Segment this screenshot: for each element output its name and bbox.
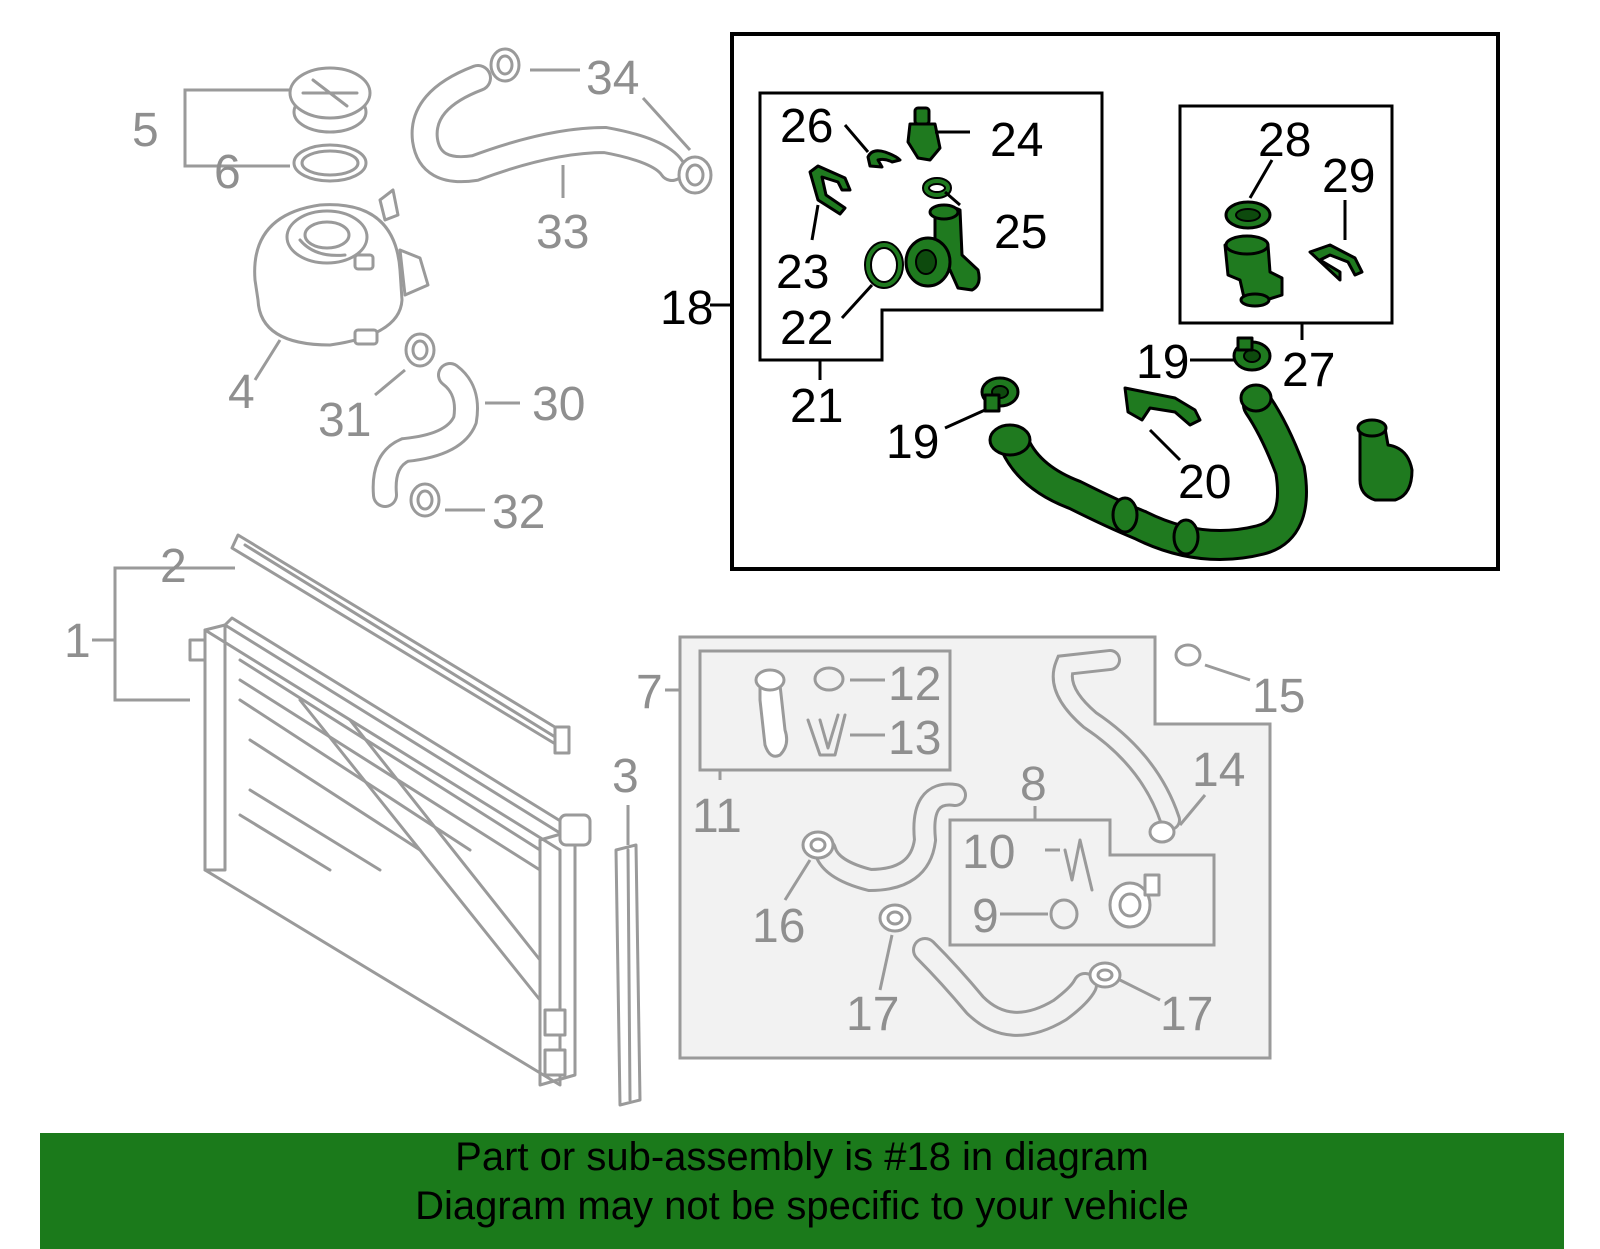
callout-16: 16 [752,900,805,953]
upper-seal-part-2 [230,533,571,755]
callout-25: 25 [994,206,1047,259]
grey-leaders [92,68,1251,1002]
callout-3: 3 [612,750,639,803]
callout-28: 28 [1258,114,1311,167]
oring-part-9 [1049,898,1079,930]
callout-1: 1 [64,615,91,668]
housing-part-8 [1108,873,1161,929]
callout-11: 11 [692,790,742,843]
elbow-hose-part-18 [1356,418,1414,502]
callout-31: 31 [318,394,371,447]
callout-20: 20 [1178,456,1231,509]
callout-27: 27 [1282,344,1335,397]
callout-34: 34 [586,52,639,105]
hose-part-16 [813,782,967,893]
oring-part-12 [813,666,845,692]
clip-part-26 [866,149,902,169]
housing-part-21 [904,203,981,292]
clamp-part-17a [878,903,912,933]
callout-18: 18 [660,282,713,335]
clamp-part-34b [677,155,713,195]
group-box-21 [758,91,1104,362]
callout-13: 13 [888,712,941,765]
clip-part-13 [806,713,847,757]
clamp-part-19a [980,376,1020,413]
callout-19a: 19 [886,416,939,469]
fitting-part-27 [1223,234,1284,308]
callout-17b: 17 [1160,988,1213,1041]
callout-12: 12 [888,658,941,711]
clamp-part-15 [1174,643,1202,667]
callout-2: 2 [160,540,187,593]
group-box-27 [1178,104,1394,325]
group-box-11 [698,649,952,772]
clamp-part-19b [1232,336,1272,372]
callout-19b: 19 [1136,336,1189,389]
fitting-part-11 [754,668,789,758]
callout-6: 6 [214,146,241,199]
banner-line-2: Diagram may not be specific to your vehi… [415,1184,1189,1228]
seal-part-28 [1224,200,1272,230]
callout-8: 8 [1020,758,1047,811]
clamp-part-17b [1088,961,1122,989]
oring-part-22 [864,241,904,289]
callout-22: 22 [780,302,833,355]
callout-9: 9 [972,890,999,943]
hose-part-18 [988,383,1308,561]
hose-part-17 [912,937,1098,1037]
expansion-tank-part-4 [253,188,430,347]
callout-10: 10 [962,826,1015,879]
clip-part-29 [1308,243,1364,282]
clamp-part-31 [404,332,436,368]
clamp-part-32 [409,482,441,518]
info-banner: Part or sub-assembly is #18 in diagram D… [40,1133,1564,1249]
clip-part-10 [1063,838,1094,892]
callout-32: 32 [492,486,545,539]
callout-14: 14 [1192,744,1245,797]
callout-30: 30 [532,378,585,431]
callout-24: 24 [990,114,1043,167]
clamp-part-16 [801,830,835,860]
sensor-part-24 [906,106,942,162]
callout-21: 21 [790,380,843,433]
seal-part-6 [292,143,368,183]
side-seal-part-3 [614,843,642,1107]
clip-part-23 [808,164,852,216]
oring-part-25 [922,177,952,199]
callout-26: 26 [780,100,833,153]
callout-29: 29 [1322,150,1375,203]
clamp-part-14 [1148,820,1176,844]
radiator-part-1 [188,616,592,1087]
hose-part-30 [371,362,479,508]
hose-part-33 [410,64,686,184]
callout-4: 4 [228,366,255,419]
clamp-part-34a [489,47,521,83]
callout-15: 15 [1252,670,1305,723]
cap-part-5 [288,66,372,134]
banner-line-1: Part or sub-assembly is #18 in diagram [455,1135,1149,1179]
callout-7: 7 [636,666,663,719]
callout-5: 5 [132,104,159,157]
bracket-part-20 [1123,386,1202,427]
callout-17a: 17 [846,988,899,1041]
callout-33: 33 [536,206,589,259]
callout-23: 23 [776,246,829,299]
hose-part-7-upper [1051,649,1181,831]
black-leaders [710,124,1347,462]
